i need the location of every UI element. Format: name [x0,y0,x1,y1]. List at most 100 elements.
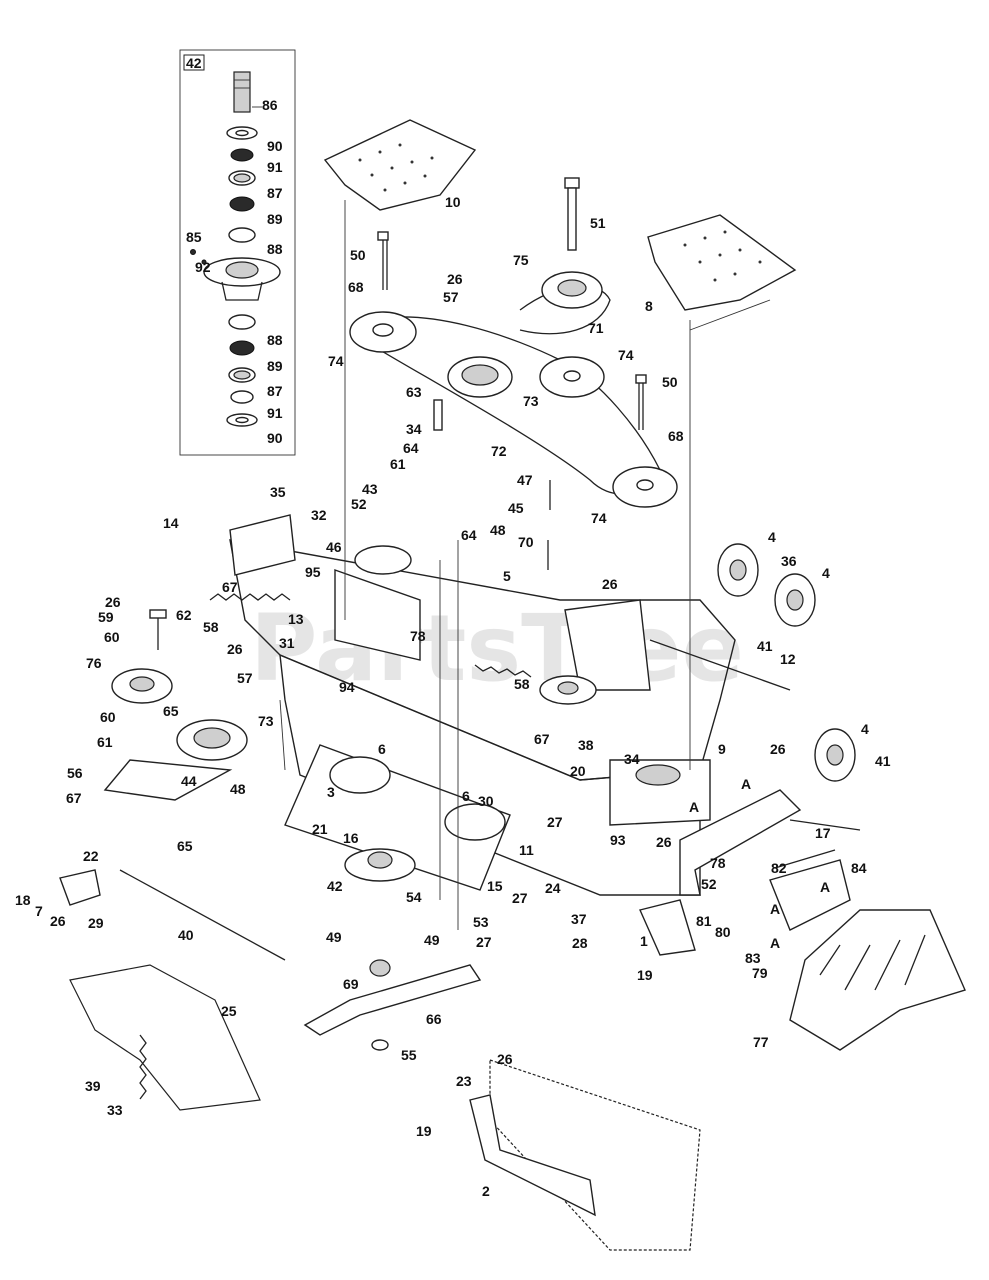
part-label: A [770,901,780,917]
part-label: 25 [221,1003,237,1019]
part-label: 4 [861,721,869,737]
part-label: 21 [312,821,328,837]
part-label: 57 [237,670,253,686]
part-label: 59 [98,609,114,625]
spring-lower [139,1034,147,1100]
part-label: 54 [406,889,422,905]
part-label: 88 [267,241,283,257]
part-label: 78 [710,855,726,871]
part-label: 14 [163,515,179,531]
part-label: 50 [662,374,678,390]
part-label: 92 [195,259,211,275]
part-label: 64 [461,527,477,543]
discharge-chute [789,909,966,1051]
part-label: 38 [578,737,594,753]
part-label: 84 [851,860,867,876]
tractor-frame-right [489,1059,701,1251]
spring-right [474,664,532,678]
right-bracket [564,599,651,691]
part-label: 83 [745,950,761,966]
spindle-inset: 42 [179,49,296,456]
part-label: 20 [570,763,586,779]
tractor-frame-left [69,964,261,1111]
part-label: 76 [86,655,102,671]
part-label: 77 [753,1034,769,1050]
part-label: 52 [351,496,367,512]
part-label: 28 [572,935,588,951]
part-label: 6 [462,788,470,804]
part-label: 37 [571,911,587,927]
part-label: A [741,776,751,792]
part-label: 46 [326,539,342,555]
part-label: 85 [186,229,202,245]
part-label: 48 [490,522,506,538]
part-label: 16 [343,830,359,846]
lift-rod [119,869,286,961]
part-label: 34 [406,421,422,437]
part-label: 52 [701,876,717,892]
part-label: 91 [267,405,283,421]
part-label: 26 [227,641,243,657]
part-label: 44 [181,773,197,789]
part-label: 72 [491,443,507,459]
spring-left [209,593,291,601]
part-label: 75 [513,252,529,268]
part-label: 87 [267,185,283,201]
part-label: 57 [443,289,459,305]
part-label: 13 [288,611,304,627]
part-label: 4 [768,529,776,545]
part-label: 47 [517,472,533,488]
part-label: 65 [163,703,179,719]
chute-hinge [769,859,851,931]
part-label: 4 [822,565,830,581]
part-label: 62 [176,607,192,623]
front-bracket [469,1094,596,1217]
part-label: 67 [66,790,82,806]
part-label: 90 [267,430,283,446]
part-label: 1 [640,933,648,949]
part-label: 50 [350,247,366,263]
part-label: A [770,935,780,951]
part-label: 40 [178,927,194,943]
part-label: 73 [523,393,539,409]
part-label: 7 [35,903,43,919]
part-label: 71 [588,320,604,336]
part-label: 87 [267,383,283,399]
part-label: 66 [426,1011,442,1027]
part-label: 67 [222,579,238,595]
hitch-bracket [59,869,101,906]
part-label: 43 [362,481,378,497]
part-label: 95 [305,564,321,580]
part-label: 82 [771,860,787,876]
idler-arm [103,759,233,801]
part-label: 88 [267,332,283,348]
part-label: 94 [339,679,355,695]
mower-blade [303,964,482,1036]
part-label: 58 [203,619,219,635]
part-label: 86 [262,97,278,113]
part-label: 11 [519,842,534,858]
part-label: 8 [645,298,653,314]
part-label: 58 [514,676,530,692]
part-label: 91 [267,159,283,175]
part-label: 78 [410,628,426,644]
part-label: 6 [378,741,386,757]
part-label: 93 [610,832,626,848]
deflector-bracket [639,899,696,956]
front-hanger [679,789,802,896]
part-label: 89 [267,211,283,227]
part-label: 17 [815,825,831,841]
part-label: 68 [668,428,684,444]
part-label: 74 [328,353,344,369]
part-label: 36 [781,553,797,569]
part-label: 26 [770,741,786,757]
part-label: 19 [416,1123,432,1139]
part-label: 51 [590,215,606,231]
part-label: 19 [637,967,653,983]
part-label: 42 [327,878,343,894]
part-label: 56 [67,765,83,781]
part-label: 65 [177,838,193,854]
mount-bracket [229,514,296,576]
part-label: 3 [327,784,335,800]
